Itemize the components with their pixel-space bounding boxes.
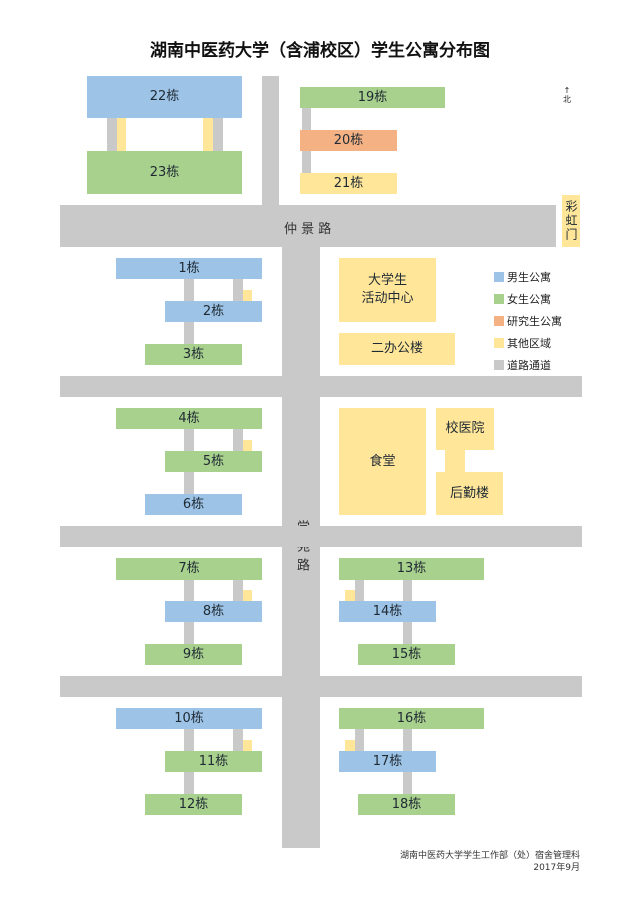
connector-other	[243, 440, 252, 451]
connector	[107, 118, 117, 151]
connector-other	[243, 290, 252, 301]
connector-other	[117, 118, 126, 151]
building-12[interactable]: 12栋	[145, 794, 242, 815]
road-xueyuan	[282, 247, 320, 848]
legend-swatch	[494, 360, 504, 370]
connector	[233, 729, 243, 751]
building-10[interactable]: 10栋	[116, 708, 262, 729]
second-office-building[interactable]: 二办公楼	[339, 333, 455, 365]
building-2[interactable]: 2栋	[165, 301, 262, 322]
legend-label: 研究生公寓	[507, 315, 562, 328]
logistics-building[interactable]: 后勤楼	[436, 472, 503, 515]
building-11[interactable]: 11栋	[165, 751, 262, 772]
legend-swatch	[494, 294, 504, 304]
map-title: 湖南中医药大学（含浦校区）学生公寓分布图	[150, 41, 490, 61]
connector-other	[345, 590, 355, 601]
legend-item-road: 道路通道	[494, 354, 562, 376]
connector-other	[243, 590, 252, 601]
building-19[interactable]: 19栋	[300, 87, 445, 108]
footer-org: 湖南中医药大学学生工作部（处）宿舍管理科	[399, 851, 580, 861]
connector	[355, 729, 364, 751]
connector	[233, 279, 243, 301]
building-18[interactable]: 18栋	[358, 794, 455, 815]
legend-label: 道路通道	[507, 359, 551, 372]
building-15[interactable]: 15栋	[358, 644, 455, 665]
building-1[interactable]: 1栋	[116, 258, 262, 279]
building-9[interactable]: 9栋	[145, 644, 242, 665]
legend-swatch	[494, 316, 504, 326]
activity-center-label-1: 大学生	[367, 273, 407, 288]
legend-item-male: 男生公寓	[494, 266, 562, 288]
building-5[interactable]: 5栋	[165, 451, 262, 472]
connector	[213, 118, 223, 151]
building-20[interactable]: 20栋	[300, 130, 397, 151]
road-cross-3	[60, 676, 582, 697]
legend-label: 男生公寓	[507, 271, 551, 284]
north-label: 北	[563, 95, 571, 104]
connector-other	[243, 740, 252, 751]
building-23[interactable]: 23栋	[87, 151, 242, 194]
clinic[interactable]: 校医院	[436, 408, 494, 450]
legend-item-other: 其他区域	[494, 332, 562, 354]
road-north-vertical	[262, 76, 279, 206]
legend-label: 其他区域	[507, 337, 551, 350]
connector-other	[203, 118, 213, 151]
building-4[interactable]: 4栋	[116, 408, 262, 429]
clinic-connector	[445, 450, 465, 472]
north-arrow-icon: ↑	[563, 86, 571, 95]
building-8[interactable]: 8栋	[165, 601, 262, 622]
road-label-zhongjing: 仲 景 路	[284, 222, 332, 237]
building-22[interactable]: 22栋	[87, 76, 242, 118]
legend-swatch	[494, 338, 504, 348]
connector-other	[345, 740, 355, 751]
student-activity-center[interactable]: 大学生 活动中心	[339, 258, 436, 322]
connector	[233, 580, 243, 601]
legend-swatch	[494, 272, 504, 282]
building-14[interactable]: 14栋	[339, 601, 436, 622]
legend-item-graduate: 研究生公寓	[494, 310, 562, 332]
road-cross-2	[60, 526, 582, 547]
connector	[355, 580, 364, 601]
road-cross-1	[60, 376, 582, 397]
legend-label: 女生公寓	[507, 293, 551, 306]
legend: 男生公寓 女生公寓 研究生公寓 其他区域 道路通道	[494, 266, 562, 376]
activity-center-label-2: 活动中心	[361, 291, 414, 306]
road-zhongjing	[60, 205, 556, 247]
canteen[interactable]: 食堂	[339, 408, 426, 515]
building-21[interactable]: 21栋	[300, 173, 397, 194]
building-17[interactable]: 17栋	[339, 751, 436, 772]
rainbow-gate: 彩虹门	[562, 195, 580, 247]
building-16[interactable]: 16栋	[339, 708, 484, 729]
building-3[interactable]: 3栋	[145, 344, 242, 365]
north-indicator: ↑ 北	[560, 86, 574, 104]
building-7[interactable]: 7栋	[116, 558, 262, 580]
building-6[interactable]: 6栋	[145, 494, 242, 515]
connector	[233, 429, 243, 451]
building-13[interactable]: 13栋	[339, 558, 484, 580]
legend-item-female: 女生公寓	[494, 288, 562, 310]
footer-date: 2017年9月	[533, 863, 580, 873]
